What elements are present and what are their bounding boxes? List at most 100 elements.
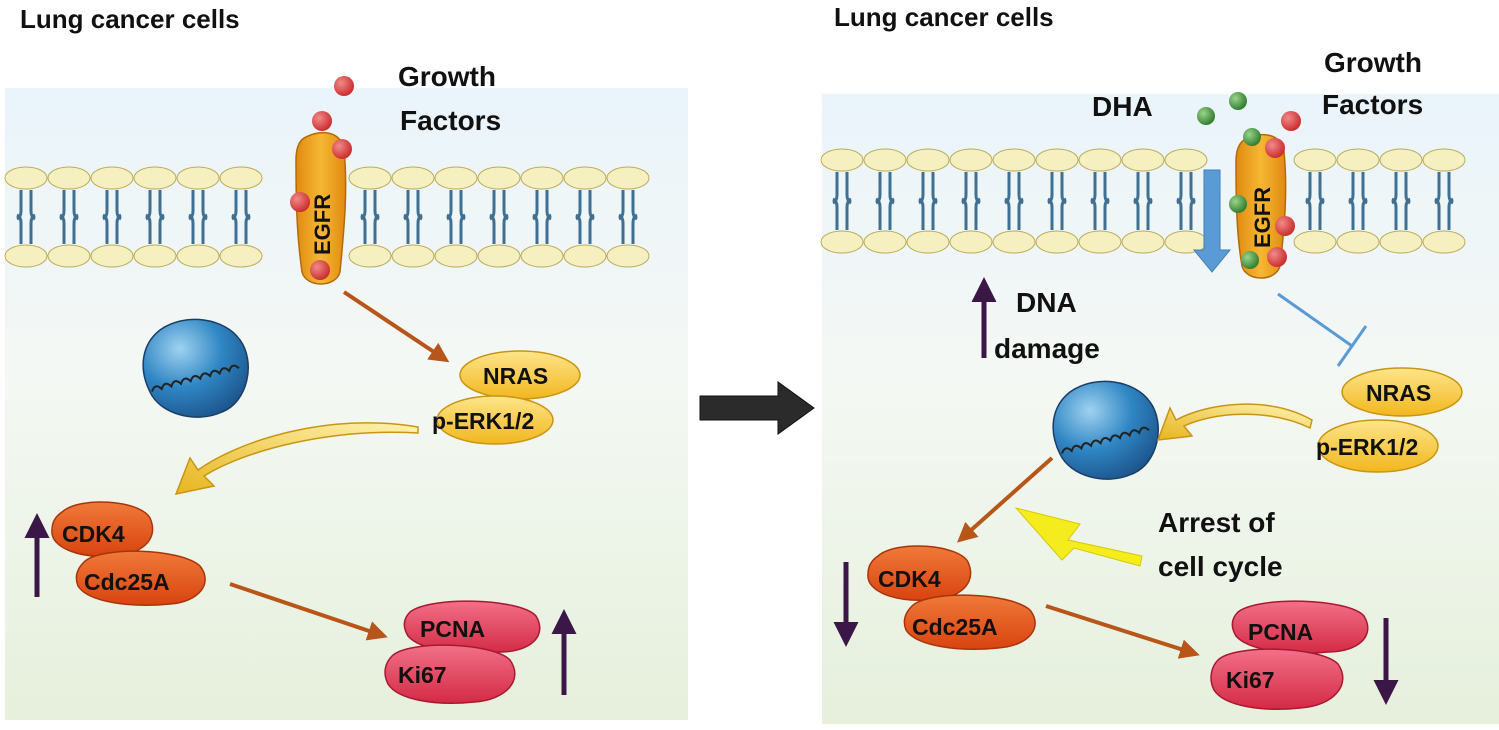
right-cdk-complex: CDK4 Cdc25A (867, 545, 1036, 650)
dha-particle (1243, 128, 1261, 146)
growth-factor-particle (310, 260, 330, 280)
phospholipid (219, 166, 263, 268)
left-cell-membrane (4, 166, 650, 268)
phospholipid (434, 166, 478, 268)
right-cell-membrane (820, 148, 1466, 254)
left-cdk-to-pcna-arrow (229, 582, 388, 641)
phospholipid (133, 166, 177, 268)
phospholipid (820, 148, 864, 254)
phospholipid (992, 148, 1036, 254)
phospholipid (1078, 148, 1122, 254)
left-cdk-complex: CDK4 Cdc25A (51, 501, 206, 606)
phospholipid (520, 166, 564, 268)
growth-factor-particle (1267, 247, 1287, 267)
transition-arrow (699, 381, 815, 435)
right-panel-title: Lung cancer cells (834, 2, 1054, 32)
left-egfr-label: EGFR (310, 194, 335, 255)
right-cdc25a-label: Cdc25A (912, 614, 998, 640)
growth-factor-particle (290, 192, 310, 212)
right-cdk4-label: CDK4 (878, 566, 941, 592)
left-growth-factor-particles (290, 76, 354, 280)
right-arrest-line2: cell cycle (1158, 551, 1283, 582)
right-proliferation-complex: PCNA Ki67 (1210, 600, 1369, 710)
left-cdc25a-label: Cdc25A (84, 569, 170, 595)
phospholipid (1422, 148, 1466, 254)
left-proliferation-complex: PCNA Ki67 (384, 600, 541, 704)
right-nras-label: NRAS (1366, 380, 1431, 406)
left-cdk4-label: CDK4 (62, 521, 125, 547)
phospholipid (1121, 148, 1165, 254)
right-dna-helix (1061, 426, 1150, 454)
dha-particle (1229, 195, 1247, 213)
right-nucleus-to-cdk4-arrow (957, 456, 1054, 543)
right-dna-damage-line1: DNA (1016, 287, 1077, 318)
left-pcna-blob (403, 600, 541, 654)
phospholipid (90, 166, 134, 268)
right-panel: Lung cancer cells DHA Growth Factors EGF… (820, 2, 1499, 724)
right-arrest-bolt (1014, 507, 1143, 567)
left-perk-blob (436, 395, 554, 445)
left-perk-to-cdk4-arrow (174, 422, 419, 496)
phospholipid (176, 166, 220, 268)
right-egfr-inhibit-nras (1277, 292, 1368, 367)
growth-factor-particle (1281, 111, 1301, 131)
phospholipid (563, 166, 607, 268)
left-growth-factors-line2: Factors (400, 105, 501, 136)
phospholipid (1336, 148, 1380, 254)
right-dna-damage-line2: damage (994, 333, 1100, 364)
phospholipid (1035, 148, 1079, 254)
right-ras-complex: NRAS p-ERK1/2 (1316, 367, 1463, 473)
right-arrest-line1: Arrest of (1158, 507, 1275, 538)
left-egfr-to-nras-arrow (342, 290, 450, 363)
right-nucleus (1052, 380, 1159, 480)
phospholipid (949, 148, 993, 254)
left-panel: Lung cancer cells EGFR Growth Factors (4, 4, 688, 720)
right-ki67-blob (1210, 648, 1344, 710)
dha-particle (1241, 251, 1259, 269)
phospholipid (1379, 148, 1423, 254)
left-pcna-label: PCNA (420, 616, 485, 642)
right-ki67-label: Ki67 (1226, 667, 1275, 693)
phospholipid (47, 166, 91, 268)
phospholipid (606, 166, 650, 268)
left-dna-helix (151, 364, 240, 392)
right-cdk-to-pcna-arrow (1045, 604, 1200, 659)
right-perk-blob (1317, 419, 1439, 473)
phospholipid (1164, 148, 1208, 254)
right-egfr-label: EGFR (1250, 187, 1275, 248)
left-panel-title: Lung cancer cells (20, 4, 240, 34)
right-dha-label: DHA (1092, 91, 1153, 122)
phospholipid (348, 166, 392, 268)
growth-factor-particle (1265, 138, 1285, 158)
right-nras-blob (1341, 367, 1463, 417)
right-pcna-label: PCNA (1248, 619, 1313, 645)
right-dha-entry-arrow (1192, 169, 1232, 273)
phospholipid (477, 166, 521, 268)
dha-particle (1197, 107, 1215, 125)
phospholipid (4, 166, 48, 268)
dha-particle (1229, 92, 1247, 110)
right-growth-factors-line2: Factors (1322, 89, 1423, 120)
left-ras-complex: NRAS p-ERK1/2 (432, 350, 581, 445)
right-ligand-particles (1197, 92, 1301, 269)
left-ki67-label: Ki67 (398, 662, 447, 688)
right-cdc25a-blob (903, 594, 1036, 650)
right-growth-factors-line1: Growth (1324, 47, 1422, 78)
growth-factor-particle (332, 139, 352, 159)
left-perk-label: p-ERK1/2 (432, 408, 534, 434)
left-cdc25a-blob (75, 550, 206, 606)
phospholipid (1293, 148, 1337, 254)
phospholipid (906, 148, 950, 254)
growth-factor-particle (312, 111, 332, 131)
left-egfr-receptor: EGFR (295, 131, 347, 285)
phospholipid (863, 148, 907, 254)
left-growth-factors-line1: Growth (398, 61, 496, 92)
right-perk-to-nucleus-arrow (1156, 403, 1313, 441)
phospholipid (391, 166, 435, 268)
growth-factor-particle (1275, 216, 1295, 236)
right-perk-label: p-ERK1/2 (1316, 434, 1418, 460)
right-pcna-blob (1231, 600, 1369, 654)
left-nras-label: NRAS (483, 363, 548, 389)
left-nucleus (142, 318, 249, 418)
